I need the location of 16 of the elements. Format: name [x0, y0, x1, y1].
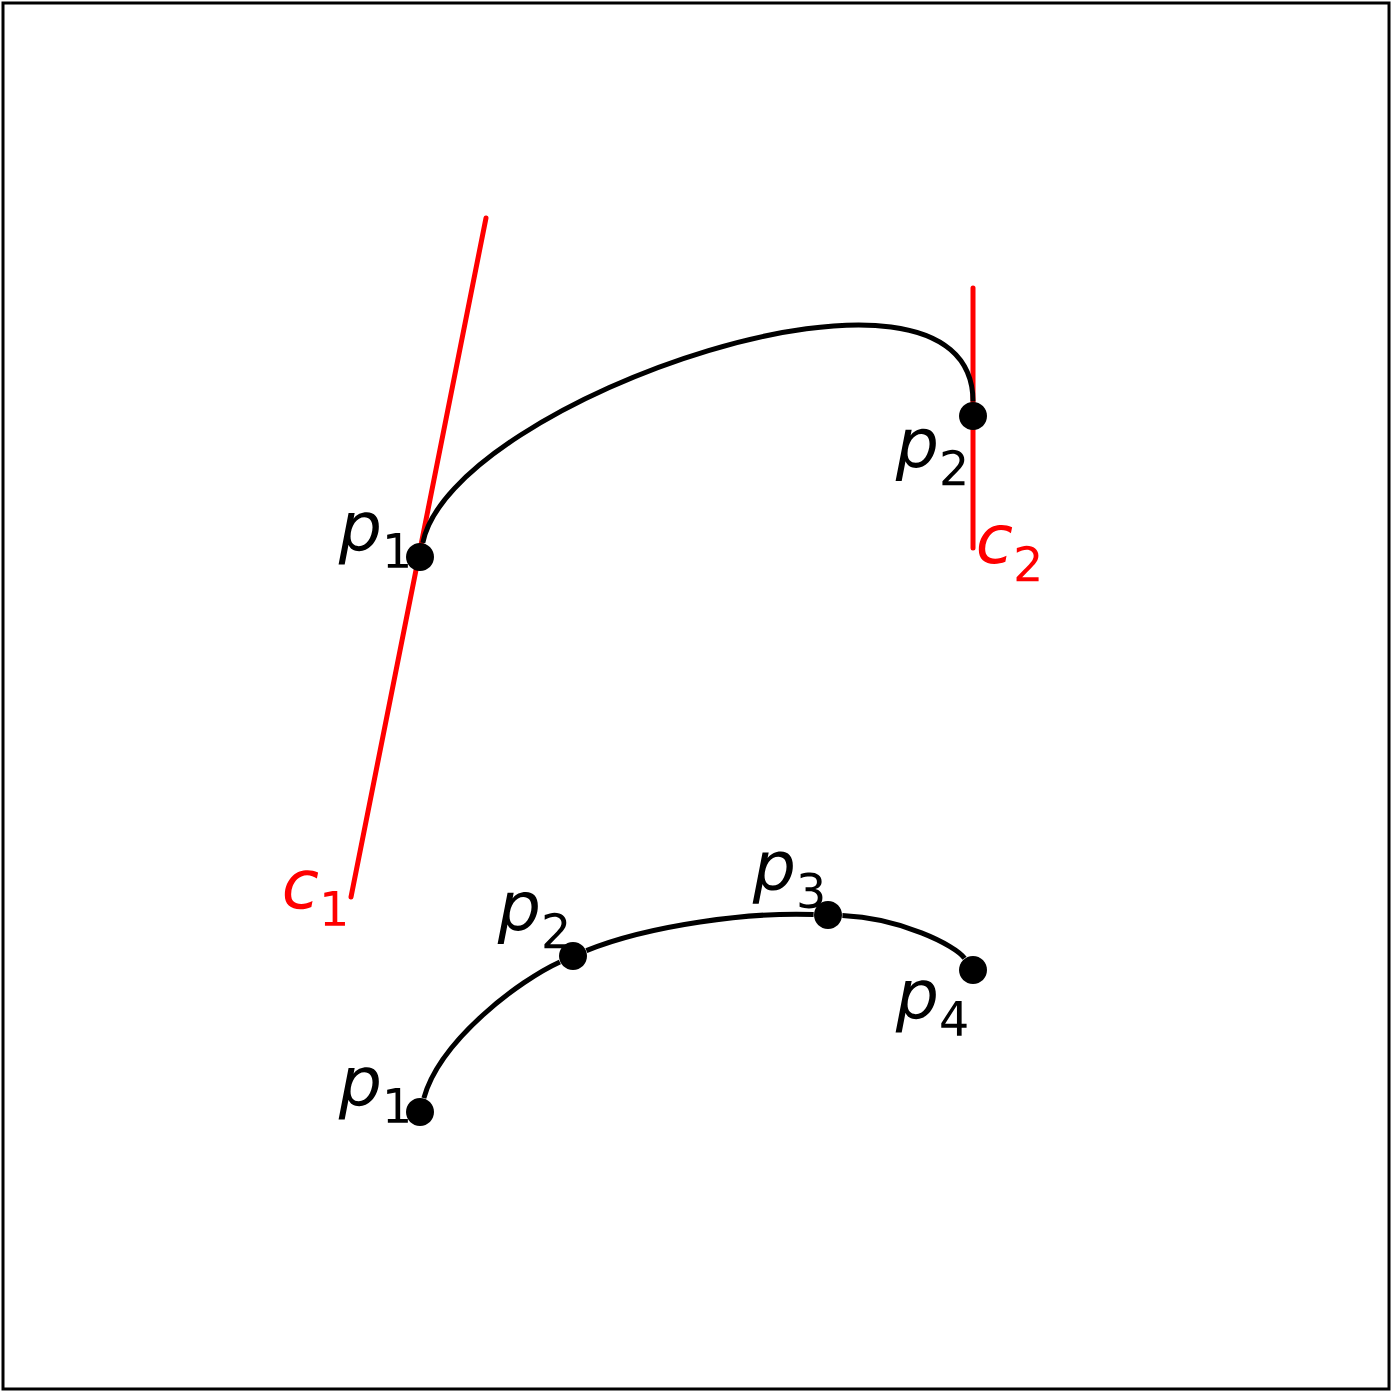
- point-dot: [959, 402, 987, 430]
- curve: [421, 959, 561, 1099]
- point-label: p$_{4}$: [895, 980, 967, 1036]
- curve: [585, 911, 814, 953]
- point-label: p$_{2}$: [895, 428, 965, 486]
- curve: [420, 323, 976, 544]
- curve-label: c$_{2}$: [978, 524, 1039, 582]
- curve-label: c$_{1}$: [284, 870, 345, 926]
- point-label: p$_{2}$: [497, 891, 567, 949]
- point-label: p$_{3}$: [752, 851, 823, 909]
- point-dot: [406, 543, 434, 571]
- point-label: p$_{1}$: [338, 1067, 408, 1123]
- point-dot: [959, 956, 987, 984]
- curve: [842, 913, 967, 961]
- point-dot: [406, 1098, 434, 1126]
- point-label: p$_{1}$: [338, 512, 408, 568]
